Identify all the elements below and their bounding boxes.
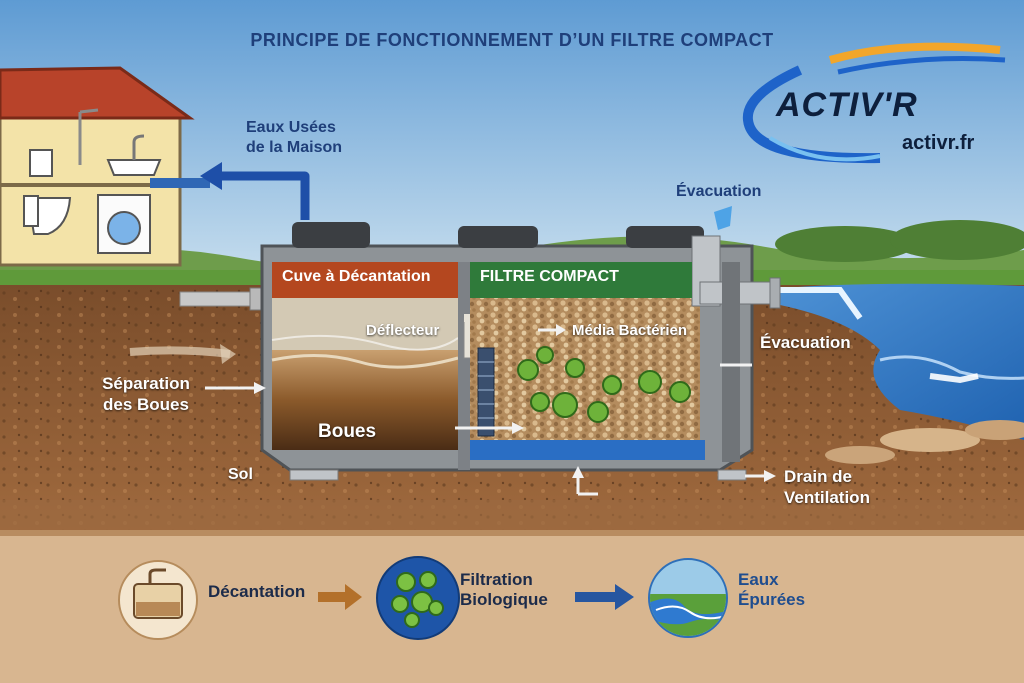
label-eaux-usees: Eaux Usées de la Maison xyxy=(246,119,343,156)
label-separation: Séparation des Boues xyxy=(102,374,190,415)
label-boues: Boues xyxy=(318,421,377,442)
label-drain: Drain de Ventilation xyxy=(784,467,870,508)
biological-filter-icon xyxy=(376,556,460,640)
brand-url: activr.fr xyxy=(902,132,975,154)
step-filtration: Filtration Biologique xyxy=(460,570,548,610)
label-media: Média Bactérien xyxy=(572,322,688,339)
step-eaux-epurees: Eaux Épurées xyxy=(738,570,806,610)
step-decantation: Décantation xyxy=(208,582,306,601)
label-deflecteur: Déflecteur xyxy=(366,322,440,339)
house-illustration xyxy=(0,66,210,267)
label-sol: Sol xyxy=(228,466,253,483)
brand-logo: ACTIV'R xyxy=(776,86,918,124)
cuve-header: Cuve à Décantation xyxy=(272,262,458,298)
label-evacuation-right: Évacuation xyxy=(760,333,851,352)
decantation-tank-icon xyxy=(118,560,198,640)
page-title: PRINCIPE DE FONCTIONNEMENT D’UN FILTRE C… xyxy=(250,30,774,50)
filtre-header: FILTRE COMPACT xyxy=(470,262,692,298)
clean-water-river-icon xyxy=(648,558,728,638)
label-evacuation-top: Évacuation xyxy=(676,183,762,200)
